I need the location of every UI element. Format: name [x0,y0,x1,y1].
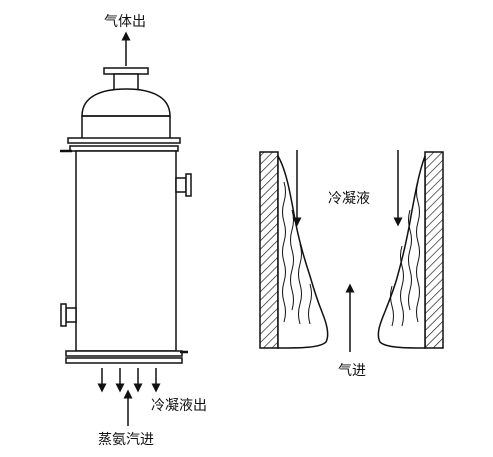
left-wall-hatch-icon [259,151,279,349]
condensate-out-arrows [97,368,161,393]
upper-flange-icon [60,137,181,153]
film-texture [282,181,420,327]
condensate-out-label: 冷凝液出 [151,398,207,414]
top-dome [81,88,171,117]
right-wall-hatch-icon [424,151,444,349]
condensate-label: 冷凝液 [328,191,370,207]
gas-in-label: 气进 [338,363,366,379]
side-nozzle-right-icon [175,173,192,197]
top-nozzle-flange-icon [103,67,149,91]
film-detail [259,150,444,352]
left-condensate-film [277,153,329,349]
condenser-vessel [60,31,192,426]
lower-flange-icon [65,350,188,364]
gas-out-label: 气体出 [104,14,146,30]
vessel-shell [75,150,177,352]
steam-in-label: 蒸氨汽进 [98,432,154,448]
right-condensate-film [377,155,426,349]
side-nozzle-left-icon [60,303,77,327]
